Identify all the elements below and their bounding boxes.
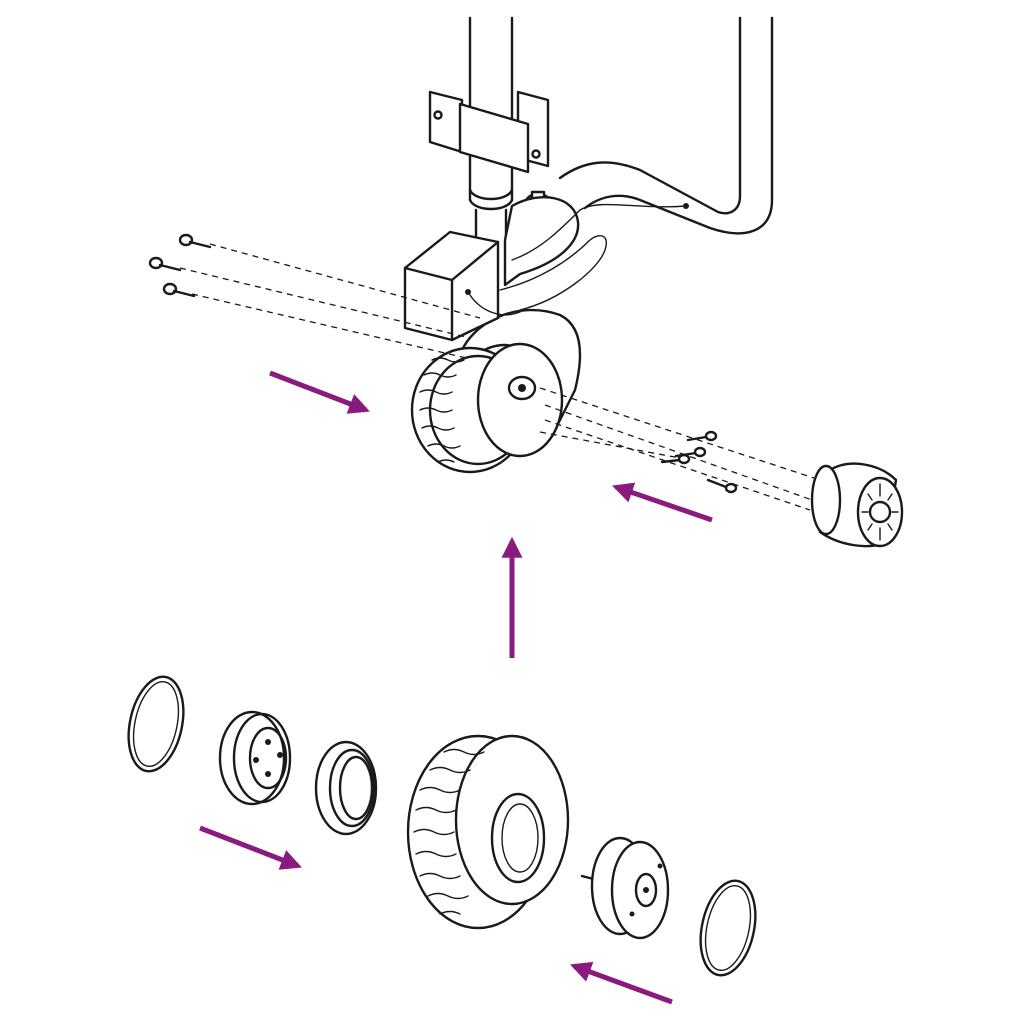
screw — [178, 233, 212, 249]
screw — [706, 478, 738, 494]
screw-set-right — [660, 430, 738, 494]
screw — [686, 430, 718, 442]
tyre — [406, 734, 570, 930]
retaining-ring-right — [699, 879, 757, 977]
bearing-left — [314, 740, 378, 836]
handle-bar — [558, 16, 774, 235]
motor-box — [403, 230, 500, 342]
lower-left-arrow — [199, 825, 302, 870]
screw-set-left — [148, 233, 212, 298]
lower-right-arrow — [570, 961, 673, 1005]
upper-right-arrow — [612, 482, 713, 523]
wires — [469, 203, 687, 316]
alignment-lines — [179, 243, 821, 511]
screw — [148, 256, 182, 272]
upper-wheel — [410, 342, 564, 474]
clamp-bracket — [428, 90, 550, 174]
hub-cap-left — [218, 710, 292, 806]
hub-cap-right — [580, 836, 670, 940]
screw — [162, 282, 196, 298]
motor-unit — [810, 462, 904, 548]
screw — [660, 453, 691, 465]
retaining-ring-left — [127, 675, 185, 773]
jockey-wheel-assembly — [403, 16, 774, 474]
upper-left-arrow — [269, 370, 370, 414]
